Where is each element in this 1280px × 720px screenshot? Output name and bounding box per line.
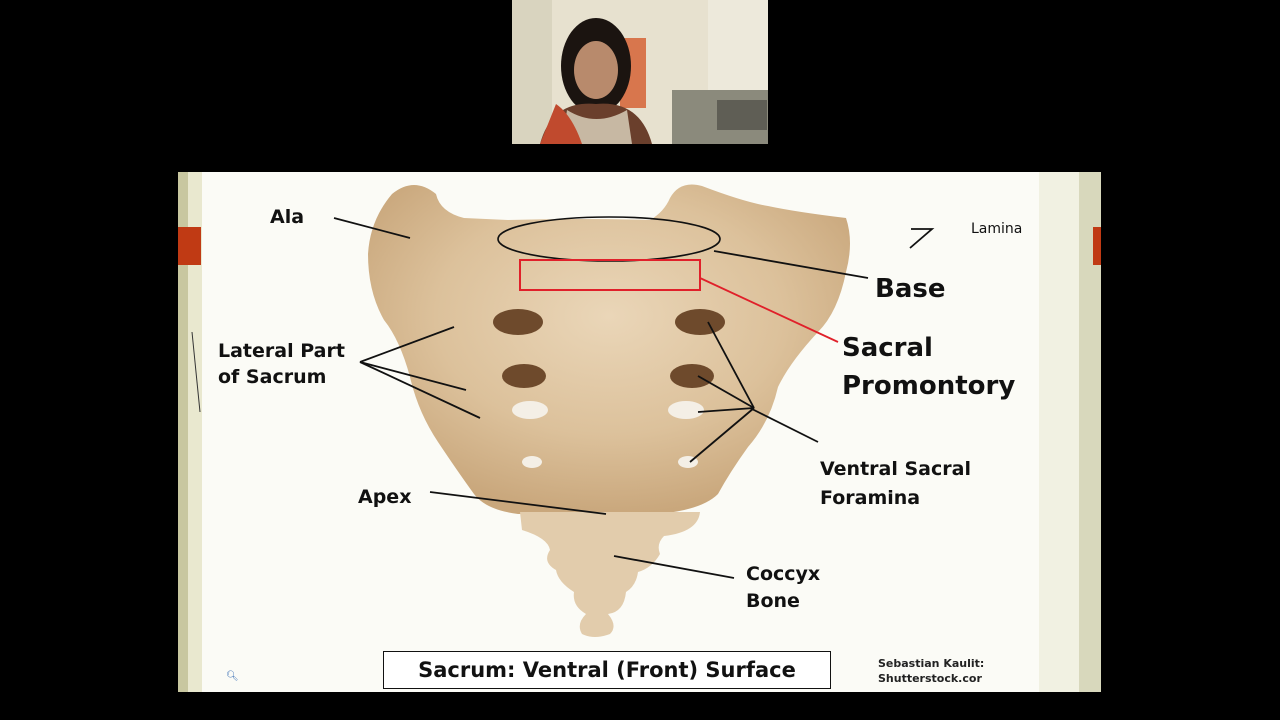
label-lateral-part-line1: Lateral Part [218, 340, 345, 362]
label-coccyx-line2: Bone [746, 590, 800, 612]
foramina [493, 309, 725, 468]
leader-lines [333, 217, 935, 579]
slide-accent-left [178, 227, 201, 265]
border-line [191, 331, 201, 413]
label-ventral-foramina-line2: Foramina [820, 487, 921, 509]
label-coccyx-line1: Coccyx [746, 563, 821, 585]
label-base: Base [875, 274, 946, 304]
credit-line2: Shutterstock.cor [878, 672, 982, 685]
coccyx-bone [520, 512, 700, 637]
zoom-icon[interactable]: 🔍︎ [226, 671, 239, 682]
slide-nav-controls[interactable]: 🔍︎ [226, 671, 239, 682]
label-sacral-promontory-line2: Promontory [842, 371, 1016, 401]
slide-caption: Sacrum: Ventral (Front) Surface [383, 651, 831, 689]
webcam-image [512, 0, 768, 144]
presenter-webcam[interactable] [512, 0, 768, 144]
sacrum-bone [368, 184, 850, 514]
credit-line1: Sebastian Kaulit: [878, 657, 985, 670]
image-credit: Sebastian Kaulit: Shutterstock.cor [878, 656, 984, 686]
presentation-slide: Ala Lamina Base Lateral Part of Sacrum S… [178, 172, 1101, 692]
sacrum-illustration [191, 184, 935, 637]
label-sacral-promontory-line1: Sacral [842, 333, 933, 363]
promontory-leader [699, 277, 839, 343]
label-apex: Apex [358, 486, 412, 508]
label-lamina: Lamina [971, 221, 1023, 237]
slide-accent-right [1093, 227, 1101, 265]
label-lateral-part-line2: of Sacrum [218, 366, 327, 388]
promontory-box [519, 259, 701, 291]
label-ventral-foramina-line1: Ventral Sacral [820, 458, 971, 480]
slide-right-border [1039, 172, 1101, 692]
label-ala: Ala [270, 206, 305, 228]
